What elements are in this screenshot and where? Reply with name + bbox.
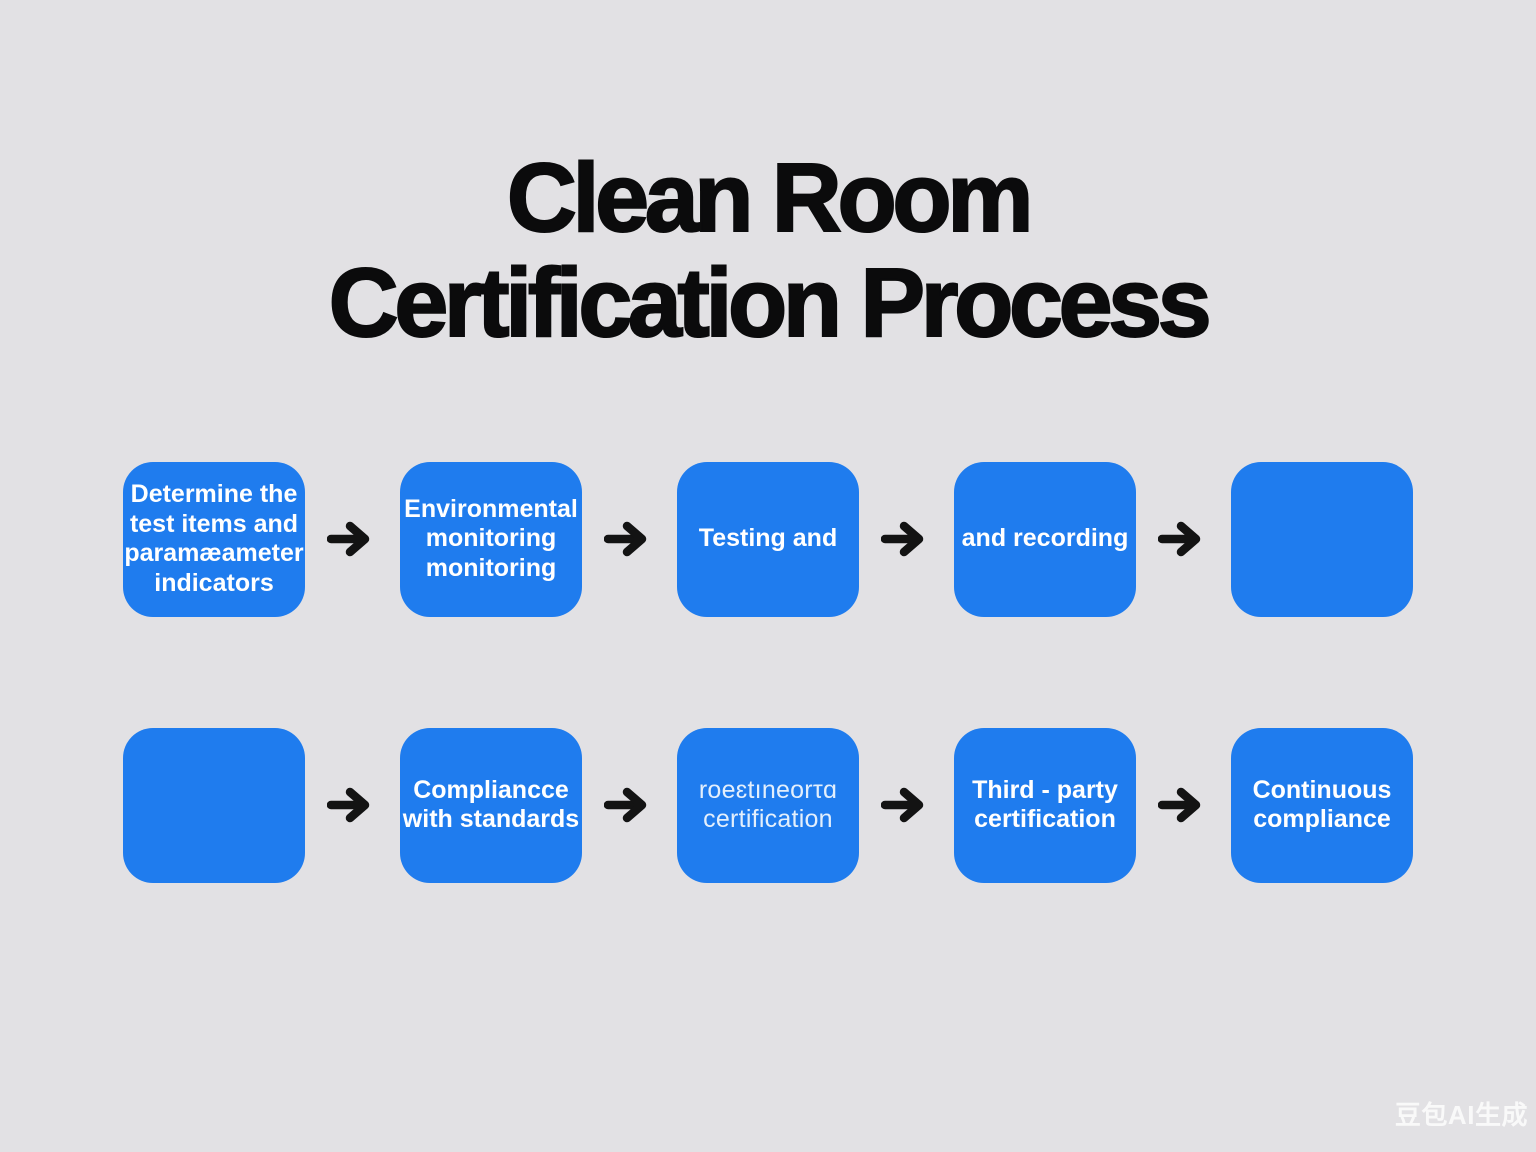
flowchart: Determine the test items and paramæamete… (123, 461, 1413, 883)
arrow-right-icon (880, 787, 923, 823)
box-environmental-monitoring: Environmental monitoring monitoring (400, 461, 582, 617)
box-line: certification (974, 805, 1116, 833)
box-and-recording: and recording (954, 461, 1136, 617)
page-title-line1: Clean Room (506, 143, 1035, 252)
box-compliance-with-standards: Compliancce with standards (400, 727, 582, 883)
box-determine-test-items: Determine the test items and paramæamete… (123, 461, 305, 617)
box-empty-1 (1231, 461, 1413, 617)
arrow-right-icon (326, 787, 369, 823)
box-line: Compliancce (413, 775, 569, 804)
box-line: certification (703, 805, 833, 833)
box-line: monitoring (425, 553, 557, 582)
box-line: Determine the (130, 480, 298, 508)
box-line: Third - party (972, 775, 1118, 804)
box-line: monitoring (425, 524, 557, 553)
box-testing-and: Testing and (677, 461, 859, 617)
box-line: compliance (1253, 805, 1391, 833)
arrow-right-icon (1157, 787, 1200, 823)
box-garbled-certification: roeɛtıneorτɑ certification (677, 727, 859, 883)
box-line: with standards (402, 805, 580, 833)
box-line: paramæameter (124, 539, 304, 567)
box-line: and recording (961, 524, 1129, 553)
arrow-right-icon (603, 521, 646, 557)
box-continuous-compliance: Continuous compliance (1231, 727, 1413, 883)
box-line: roeɛtıneorτɑ (698, 775, 838, 804)
box-line: Testing and (698, 524, 838, 553)
arrow-right-icon (326, 521, 369, 557)
box-third-party-certification: Third - party certification (954, 727, 1136, 883)
box-empty-2 (123, 727, 305, 883)
arrow-right-icon (880, 521, 923, 557)
page-title-line2: Certification Process (328, 247, 1213, 357)
page-title: Clean Room Certification Process (0, 0, 1536, 357)
box-line: indicators (154, 568, 274, 597)
box-line: Continuous (1252, 775, 1392, 804)
arrow-right-icon (603, 787, 646, 823)
box-line: Environmental (404, 494, 578, 523)
ai-watermark: 豆包AI生成 (1394, 1100, 1528, 1130)
arrow-right-icon (1157, 521, 1200, 557)
box-line: test items and (129, 509, 299, 538)
